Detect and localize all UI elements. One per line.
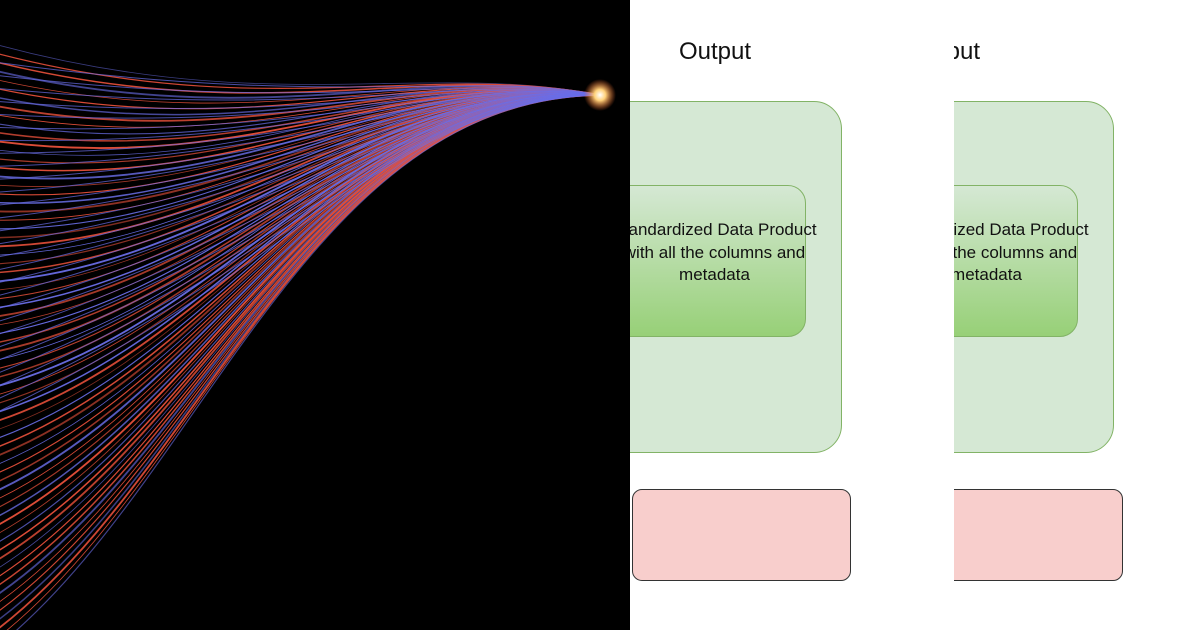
light-trail	[0, 94, 601, 283]
red-box	[954, 489, 1123, 581]
output-title: Output	[954, 38, 981, 65]
light-trail	[0, 92, 601, 167]
light-trail	[0, 93, 601, 232]
light-trail	[0, 93, 601, 206]
light-trail	[0, 75, 601, 96]
light-trail	[0, 91, 601, 142]
light-trail	[0, 94, 601, 373]
red-box	[632, 489, 851, 581]
light-trail	[0, 92, 601, 154]
data-product-box	[630, 185, 806, 337]
light-trail	[0, 93, 601, 219]
data-product-box	[954, 185, 1078, 337]
light-trail	[0, 94, 601, 360]
light-trail	[0, 94, 601, 412]
data-product-label: Standardized Data Product with all the c…	[954, 220, 1089, 284]
light-trail	[0, 89, 601, 109]
light-trail	[6, 94, 601, 630]
light-trail	[0, 94, 601, 257]
light-trail	[0, 90, 601, 130]
light-trail	[0, 94, 601, 456]
light-trail	[0, 94, 601, 620]
light-trail	[0, 92, 601, 180]
light-trail	[0, 94, 601, 309]
light-trail	[0, 94, 601, 347]
light-trail	[0, 94, 601, 335]
light-trail	[0, 94, 601, 270]
diagram-panel-right: Output Standardized Data Product with al…	[954, 0, 1200, 630]
light-trail	[0, 88, 601, 101]
light-trail	[15, 94, 601, 630]
light-trail	[0, 93, 601, 245]
light-source-glow	[584, 79, 616, 111]
light-trail	[0, 93, 601, 193]
diagram-panel-left: Output Standardized Data Product with al…	[630, 0, 930, 630]
light-trails-image	[0, 45, 616, 630]
light-trail	[0, 94, 601, 629]
light-trail	[0, 94, 601, 296]
light-trail	[0, 94, 601, 482]
data-product-label: Standardized Data Product with all the c…	[630, 220, 817, 284]
light-trails-photo	[0, 0, 630, 630]
light-trail	[0, 94, 601, 322]
light-trail	[0, 94, 601, 542]
light-trail	[0, 93, 601, 334]
light-trail	[0, 94, 601, 399]
output-title: Output	[678, 38, 752, 65]
light-trail	[0, 94, 601, 386]
light-trail	[0, 62, 601, 96]
light-trail	[0, 90, 601, 119]
